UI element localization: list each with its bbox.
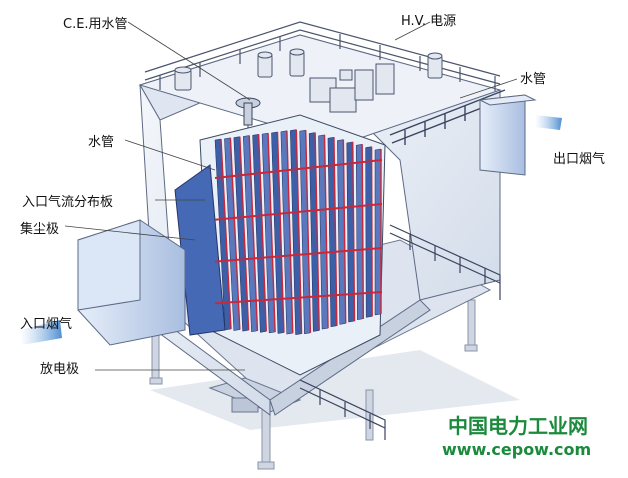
discharge-electrode-wire — [286, 130, 294, 334]
discharge-electrode-wire — [229, 137, 241, 330]
discharge-electrode-wire — [370, 146, 373, 317]
label-inlet-flue-gas: 入口烟气 — [20, 317, 73, 332]
label-outlet-flue-gas: 出口烟气 — [553, 152, 606, 167]
discharge-electrode-wire — [342, 139, 347, 324]
label-discharge-electrode: 放电极 — [40, 362, 80, 377]
support-bar — [214, 159, 383, 179]
watermark-name: 中国电力工业网 — [448, 414, 588, 438]
support-bar — [214, 247, 383, 263]
inlet-duct — [77, 219, 186, 346]
electrode-bank — [174, 114, 386, 376]
walkway-railing — [299, 224, 501, 440]
discharge-electrode-wire — [220, 138, 232, 330]
leader-lines — [64, 21, 518, 371]
discharge-electrode-wire — [361, 144, 365, 319]
electrode-plate — [374, 148, 382, 316]
watermark-url: www.cepow.com — [442, 440, 592, 459]
discharge-electrode-wire — [352, 141, 356, 322]
label-inlet-distribution-plate: 入口气流分布板 — [22, 195, 114, 210]
discharge-electrode-wire — [248, 135, 259, 331]
discharge-electrode-wire — [257, 134, 267, 332]
hv-insulators — [174, 48, 443, 113]
discharge-electrode-wire — [305, 130, 312, 333]
label-water-pipe-right: 水管 — [520, 72, 547, 87]
discharge-electrode-wire — [295, 129, 303, 334]
flow-arrows — [20, 115, 562, 345]
label-hv-power: H.V. 电源 — [401, 14, 457, 29]
label-water-pipe-left: 水管 — [88, 135, 115, 150]
outlet-duct — [478, 94, 537, 176]
label-collecting-electrode: 集尘极 — [20, 222, 60, 237]
discharge-electrode-wire — [239, 136, 250, 331]
support-bar — [214, 291, 383, 305]
support-bars — [214, 159, 383, 305]
discharge-electrode-wire — [314, 132, 320, 331]
support-bar — [214, 203, 383, 221]
label-ce-water-pipe: C.E.用水管 — [63, 17, 128, 32]
